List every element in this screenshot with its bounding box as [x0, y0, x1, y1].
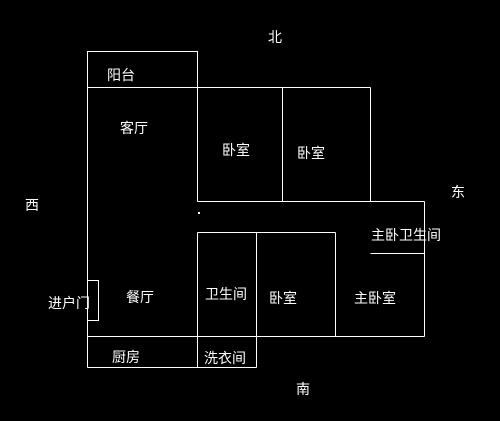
- balcony-label: 阳台: [107, 68, 135, 84]
- bathroom-label: 卫生间: [205, 287, 247, 303]
- entrance-door: [87, 280, 99, 321]
- master-bathroom-label: 主卧卫生间: [371, 228, 441, 244]
- entrance-label: 进户门: [48, 296, 90, 312]
- north-label: 北: [268, 30, 282, 46]
- bedroom-3-label: 卧室: [269, 291, 297, 307]
- west-label: 西: [25, 198, 39, 214]
- south-label: 南: [296, 382, 310, 398]
- bedroom-1-label: 卧室: [222, 143, 250, 159]
- laundry-label: 洗衣间: [204, 351, 246, 367]
- living-room-label: 客厅: [120, 121, 148, 137]
- bedroom-2-label: 卧室: [297, 146, 325, 162]
- east-label: 东: [451, 185, 465, 201]
- wall-marker: [198, 212, 200, 214]
- dining-room-label: 餐厅: [126, 290, 154, 306]
- master-bedroom-label: 主卧室: [354, 291, 396, 307]
- kitchen-label: 厨房: [112, 350, 140, 366]
- balcony-outline: [87, 51, 198, 88]
